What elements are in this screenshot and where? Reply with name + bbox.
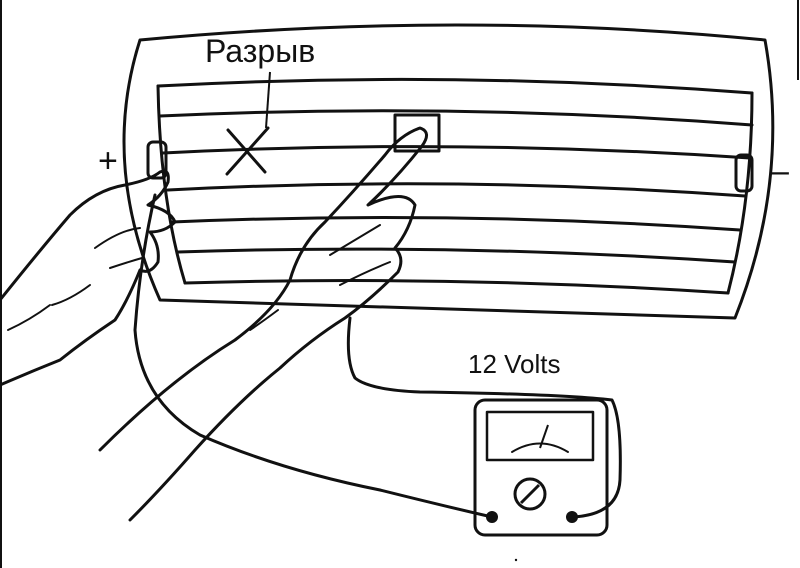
heater-grid xyxy=(156,77,754,295)
heater-line-1 xyxy=(156,77,754,95)
gauge-needle xyxy=(539,424,549,449)
break-label: Разрыв xyxy=(205,33,315,69)
gauge-icon xyxy=(485,410,595,462)
heater-line-6 xyxy=(176,247,737,264)
left-hand xyxy=(0,169,177,387)
voltage-label: 12 Volts xyxy=(468,349,561,379)
voltmeter-body xyxy=(473,398,609,537)
x-mark-icon xyxy=(225,126,270,176)
left-bus-bar xyxy=(156,84,187,285)
heater-line-2 xyxy=(158,109,754,127)
knob-icon xyxy=(513,477,547,511)
gauge-scale-arc xyxy=(511,442,569,453)
right-bus-bar xyxy=(726,91,754,295)
plus-terminal xyxy=(146,140,168,180)
negative-test-lead xyxy=(346,316,622,519)
minus-terminal xyxy=(734,153,754,193)
heater-line-5 xyxy=(170,216,742,232)
right-hand xyxy=(98,126,428,522)
positive-test-lead xyxy=(133,193,494,519)
minus-sign: – xyxy=(770,152,789,190)
break-leader-line xyxy=(265,71,271,129)
knob-slot xyxy=(519,483,541,505)
plus-sign: + xyxy=(98,142,118,180)
positive-jack xyxy=(486,511,498,523)
negative-jack xyxy=(566,511,578,523)
ink-speck xyxy=(514,558,518,562)
voltmeter xyxy=(473,398,609,537)
heater-line-4 xyxy=(166,182,747,198)
heater-line-7 xyxy=(183,279,730,295)
